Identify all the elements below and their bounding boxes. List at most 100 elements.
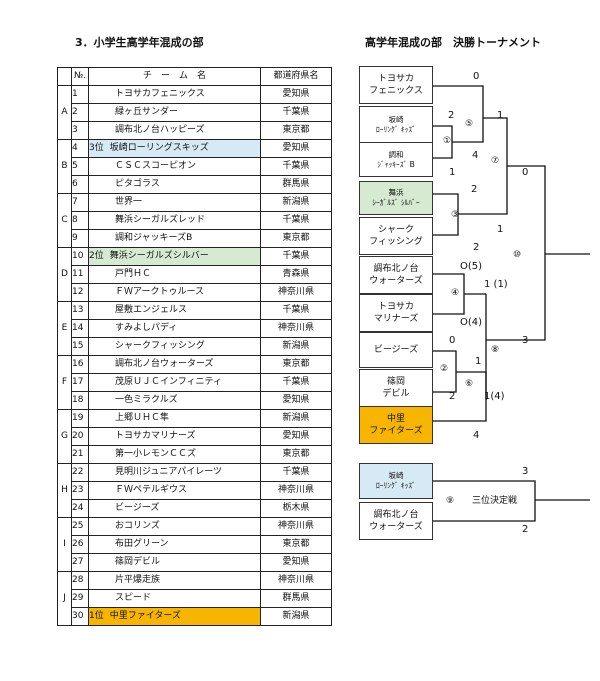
team-name: 緑ヶ丘サンダー: [115, 107, 179, 117]
score: 2: [473, 242, 480, 253]
team-name: ビージーズ: [115, 503, 160, 513]
team-name: 茂原ＵＪＣインフィニティ: [115, 377, 223, 387]
team-name: 舞浜シーガルズシルバー: [109, 251, 209, 261]
third-place-team-2: 調布北ノ台 ウォーターズ: [359, 502, 433, 540]
team-name: 中里ファイターズ: [109, 611, 181, 621]
bracket-team-6: 調布北ノ台 ウォーターズ: [359, 256, 433, 294]
score: 1: [475, 356, 482, 367]
team-name: 舞浜シーガルズレッド: [115, 215, 206, 225]
match-number-7: ⑦: [491, 156, 500, 166]
match-number-2: ②: [440, 364, 449, 374]
bracket-team-5: シャーク フィッシング: [359, 217, 433, 255]
team-name: おコリンズ: [115, 521, 160, 531]
score: 1 (1): [484, 279, 508, 290]
score: 0: [449, 335, 456, 346]
score: 3: [522, 335, 529, 346]
team-name: 上郷ＵＨＣ隼: [115, 413, 170, 423]
score: 0: [522, 167, 529, 178]
score: 4: [472, 150, 479, 161]
bracket-team-10: 中里 ファイターズ: [359, 406, 433, 444]
score: 1(4): [484, 391, 505, 402]
match-number-4: ④: [451, 288, 460, 298]
score: 2: [471, 184, 478, 195]
match-number-1: ①: [443, 136, 452, 146]
team-name: シャークフィッシング: [115, 341, 205, 351]
team-name-cell: 1位中里ファイターズ: [88, 607, 261, 626]
bracket-team-2: 坂崎 ﾛｰﾘﾝｸﾞ ｷｯｽﾞ: [359, 106, 433, 144]
score: 0: [473, 71, 480, 82]
score: 2: [522, 524, 529, 535]
bracket-team-9: 篠岡 デビル: [359, 369, 433, 407]
team-name: 調布北ノ台ハッピーズ: [115, 125, 205, 135]
team-name: 一色ミラクルズ: [115, 395, 178, 405]
team-name: 布田グリーン: [115, 539, 169, 549]
score: 2: [449, 391, 456, 402]
team-name: 坂崎ローリングスキッズ: [109, 143, 209, 153]
team-name: 調和ジャッキーズB: [115, 233, 193, 243]
match-number-10: ⑩: [513, 250, 522, 260]
prefecture: 新潟県: [260, 607, 332, 626]
team-name: 第一小レモンＣＣズ: [115, 449, 197, 459]
team-name: すみよしパディ: [115, 323, 178, 333]
score: O(4): [460, 317, 483, 328]
team-name: ピタゴラス: [115, 179, 160, 189]
bracket-title: 高学年混成の部 決勝トーナメント: [365, 36, 541, 49]
team-name: スピード: [115, 593, 152, 603]
bracket-team-3: 調和 ｼﾞｬｯｷｰｽﾞ B: [359, 142, 433, 177]
bracket-team-1: トヨサカ フェニックス: [359, 66, 433, 104]
score: 4: [473, 430, 480, 441]
bracket-team-8: ビージーズ: [359, 332, 433, 368]
rank-label: 1位: [89, 611, 104, 621]
team-name: 調布北ノ台ウォーターズ: [115, 359, 214, 369]
page-title: 3．小学生高学年混成の部: [75, 36, 204, 49]
bracket-team-4: 舞浜 ｼｰｶﾞﾙｽﾞ ｼﾙﾊﾞｰ: [359, 181, 433, 215]
team-name: ＦＷアークトゥルース: [115, 287, 205, 297]
match-number-6: ⑥: [465, 379, 474, 389]
team-name: 戸門ＨＣ: [115, 269, 152, 279]
prefecture: 東京都: [260, 121, 332, 140]
team-name: 片平爆走族: [115, 575, 161, 585]
team-name: 屋敷エンジェルス: [115, 305, 188, 315]
score: O(5): [460, 261, 483, 272]
score: 2: [448, 110, 455, 121]
match-number-9: ⑨: [446, 496, 455, 506]
team-name: ＣＳＣスコーピオン: [115, 161, 197, 171]
match-number-8: ⑧: [491, 345, 500, 355]
score: 1: [497, 224, 504, 235]
team-name: トヨサカマリナーズ: [115, 431, 196, 441]
team-name-cell: 3位坂崎ローリングスキッズ: [88, 139, 261, 158]
match-number-3: ③: [451, 210, 460, 220]
team-name: ＦＷペテルギウス: [115, 485, 188, 495]
match-number-5: ⑤: [465, 119, 474, 129]
team-name: 世界一: [115, 197, 143, 207]
team-name: 篠岡デビル: [115, 557, 161, 567]
score: 3: [522, 466, 529, 477]
rank-label: 2位: [89, 251, 104, 261]
third-place-team-1: 坂崎 ﾛｰﾘﾝｸﾞ ｷｯｽﾞ: [359, 463, 433, 499]
team-name-cell: 2位舞浜シーガルズシルバー: [88, 247, 261, 266]
rank-label: 3位: [89, 143, 104, 153]
prefecture: 東京都: [260, 355, 332, 374]
team-name: 見明川ジュニアパイレーツ: [115, 467, 223, 477]
score: 1: [449, 167, 456, 178]
team-name: トヨサカフェニックス: [115, 89, 205, 99]
bracket-team-7: トヨサカ マリナーズ: [359, 294, 433, 332]
score: 1: [497, 110, 504, 121]
